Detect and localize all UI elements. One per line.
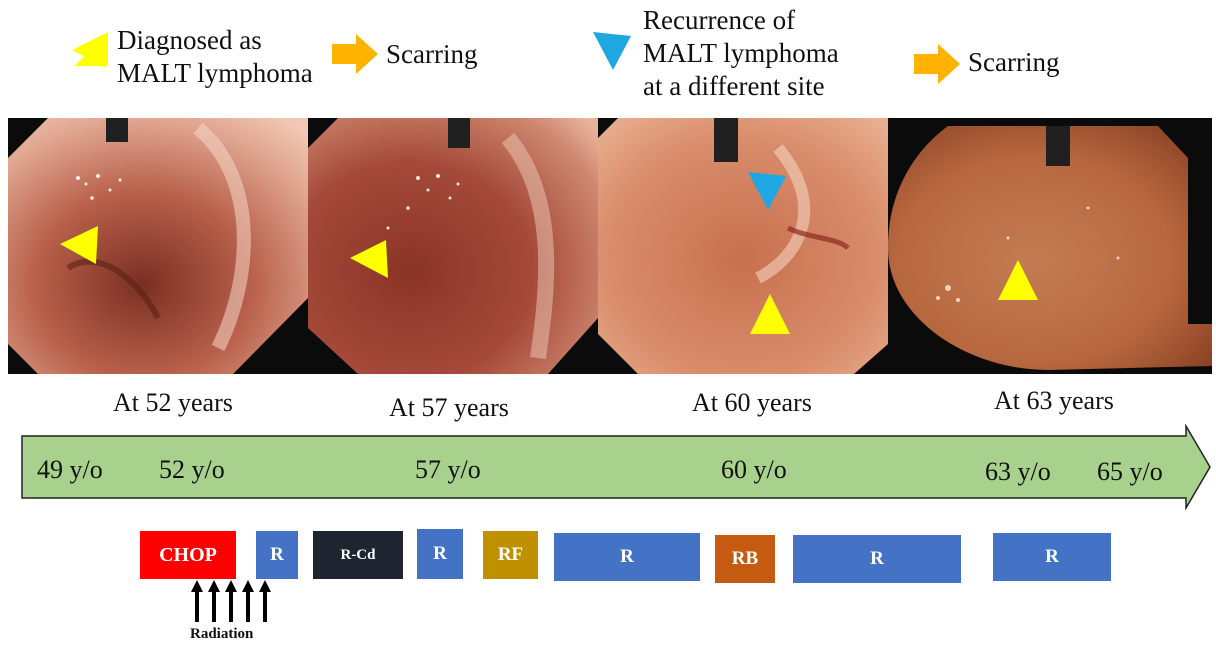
treatment-rb: RB — [715, 535, 775, 583]
orange-arrow-legend-icon — [914, 44, 960, 84]
orange-arrow-legend-icon — [332, 34, 378, 74]
endoscopy-photo-strip — [8, 118, 1212, 374]
yellow-triangle-marker — [994, 256, 1042, 304]
timeline-age-label: 49 y/o — [37, 455, 103, 485]
legend-scarring-text-2: Scarring — [968, 46, 1059, 79]
endoscopy-photo-52 — [8, 118, 308, 374]
legend-recurrence-text: Recurrence of MALT lymphoma at a differe… — [643, 4, 839, 103]
legend-scarring-text-1: Scarring — [386, 38, 477, 71]
timeline-age-label: 63 y/o — [985, 457, 1051, 487]
treatment-r: R — [793, 535, 961, 583]
radiation-arrows — [186, 580, 272, 624]
yellow-triangle-marker — [746, 290, 794, 338]
treatment-r-cd: R-Cd — [313, 531, 403, 579]
treatment-rf: RF — [483, 531, 538, 579]
photo-caption-3: At 60 years — [692, 388, 812, 418]
endoscopy-photo-63 — [888, 118, 1212, 374]
treatment-r: R — [554, 533, 700, 581]
yellow-triangle-marker — [58, 222, 104, 268]
timeline-age-label: 57 y/o — [415, 455, 481, 485]
endoscopy-photo-60 — [598, 118, 888, 374]
photo-caption-1: At 52 years — [113, 388, 233, 418]
treatment-r: R — [417, 529, 463, 579]
yellow-triangle-marker — [346, 236, 392, 282]
treatment-r: R — [993, 533, 1111, 581]
black-up-arrow-icon — [191, 580, 271, 622]
treatment-chop: CHOP — [140, 531, 236, 579]
photo-caption-2: At 57 years — [389, 393, 509, 423]
yellow-triangle-legend-icon — [68, 28, 112, 72]
blue-triangle-marker — [744, 168, 788, 212]
timeline-age-label: 52 y/o — [159, 455, 225, 485]
blue-triangle-legend-icon — [589, 28, 633, 72]
photo-caption-4: At 63 years — [994, 386, 1114, 416]
endoscopy-photo-57 — [308, 118, 598, 374]
timeline-age-label: 60 y/o — [721, 455, 787, 485]
radiation-label: Radiation — [190, 626, 253, 643]
legend-diagnosed-text: Diagnosed as MALT lymphoma — [117, 24, 313, 90]
treatment-r: R — [256, 531, 298, 579]
timeline-age-label: 65 y/o — [1097, 457, 1163, 487]
